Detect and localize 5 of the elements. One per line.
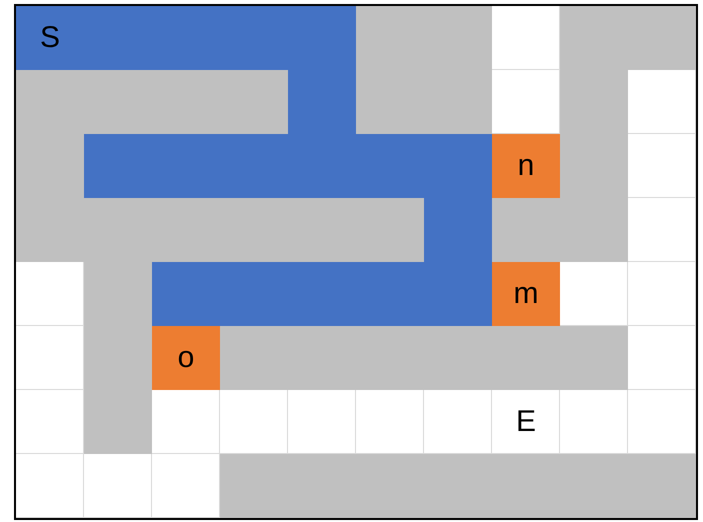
marked-cell: o xyxy=(152,326,220,390)
open-cell: E xyxy=(492,390,560,454)
path-cell: S xyxy=(16,6,84,70)
marked-cell: m xyxy=(492,262,560,326)
marked-cell: n xyxy=(492,134,560,198)
